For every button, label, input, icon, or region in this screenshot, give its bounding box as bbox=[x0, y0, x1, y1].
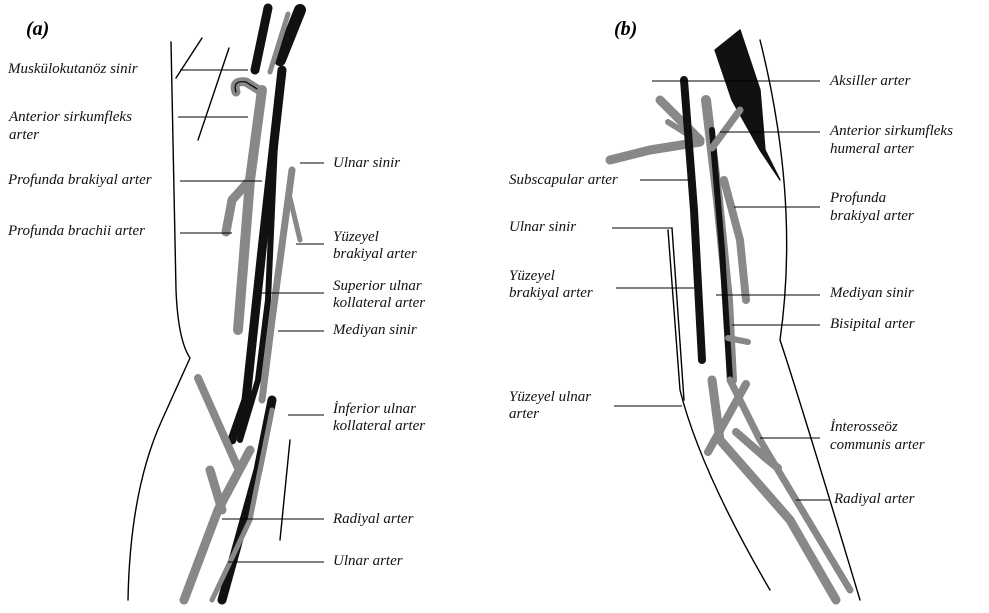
label-yuzeyel-brakiyal-b-line1: Yüzeyel bbox=[509, 268, 555, 284]
panel-a-radial-branch bbox=[210, 470, 222, 510]
panel-a-arm-outline-right bbox=[198, 48, 229, 140]
label-profunda-b-line1: Profunda bbox=[830, 190, 886, 206]
label-yuzeyel-brakiyal-a-line2: brakiyal arter bbox=[333, 246, 417, 262]
panel-b-bisipital-branch bbox=[728, 338, 748, 342]
label-inferior-ulnar-line2: kollateral arter bbox=[333, 418, 425, 434]
panel-b-forearm-artery-2 bbox=[730, 380, 850, 590]
panel-b-tag: (b) bbox=[614, 18, 637, 41]
label-profunda-b-line2: brakiyal arter bbox=[830, 208, 914, 224]
label-yuzeyel-ulnar-line1: Yüzeyel ulnar bbox=[509, 389, 591, 405]
label-radiyal-arter-b: Radiyal arter bbox=[834, 491, 914, 507]
label-subscapular-arter: Subscapular arter bbox=[509, 172, 618, 188]
label-anterior-sirkumfleks-a-line2: arter bbox=[9, 127, 39, 143]
panel-a-forearm-outline-right bbox=[280, 440, 290, 540]
label-mediyan-sinir-b: Mediyan sinir bbox=[830, 285, 914, 301]
label-anterior-sirkumfleks-b-line1: Anterior sirkumfleks bbox=[830, 123, 953, 139]
panel-a-arm-outline-left bbox=[128, 42, 190, 600]
label-yuzeyel-brakiyal-a-line1: Yüzeyel bbox=[333, 229, 379, 245]
label-anterior-sirkumfleks-a-line1: Anterior sirkumfleks bbox=[9, 109, 132, 125]
panel-a-tag: (a) bbox=[26, 18, 49, 41]
label-ulnar-arter-a: Ulnar arter bbox=[333, 553, 403, 569]
panel-a-drawing bbox=[128, 8, 300, 600]
label-aksiller-arter: Aksiller arter bbox=[830, 73, 910, 89]
panel-a-upper-vessel-1 bbox=[255, 8, 268, 70]
panel-b-circumflex-branch bbox=[712, 110, 740, 148]
label-yuzeyel-ulnar-line2: arter bbox=[509, 406, 539, 422]
panel-b-axillary-artery bbox=[715, 30, 780, 180]
label-superior-ulnar-line2: kollateral arter bbox=[333, 295, 425, 311]
label-ulnar-sinir-a: Ulnar sinir bbox=[333, 155, 400, 171]
panel-a-ulnar-artery bbox=[222, 400, 272, 600]
label-mediyan-sinir-a: Mediyan sinir bbox=[333, 322, 417, 338]
label-ulnar-sinir-b: Ulnar sinir bbox=[509, 219, 576, 235]
label-muskulokutanoz-sinir: Muskülokutanöz sinir bbox=[8, 61, 138, 77]
label-anterior-sirkumfleks-b-line2: humeral arter bbox=[830, 141, 914, 157]
panel-a-small-branch bbox=[290, 198, 300, 240]
label-interosseoz-line2: communis arter bbox=[830, 437, 925, 453]
label-interosseoz-line1: İnterosseöz bbox=[830, 419, 898, 435]
label-profunda-brakiyal-arter: Profunda brakiyal arter bbox=[8, 172, 152, 188]
label-profunda-brachii-arter: Profunda brachii arter bbox=[8, 223, 145, 239]
label-radiyal-arter-a: Radiyal arter bbox=[333, 511, 413, 527]
label-superior-ulnar-line1: Superior ulnar bbox=[333, 278, 422, 294]
label-bisipital-arter: Bisipital arter bbox=[830, 316, 915, 332]
panel-b-drawing bbox=[610, 30, 860, 600]
panel-b-ulnar-nerve bbox=[684, 80, 702, 360]
panel-a-cross-vessel bbox=[198, 378, 238, 468]
label-yuzeyel-brakiyal-b-line2: brakiyal arter bbox=[509, 285, 593, 301]
panel-a-arm-outline-inner bbox=[176, 38, 202, 78]
label-inferior-ulnar-line1: İnferior ulnar bbox=[333, 401, 416, 417]
